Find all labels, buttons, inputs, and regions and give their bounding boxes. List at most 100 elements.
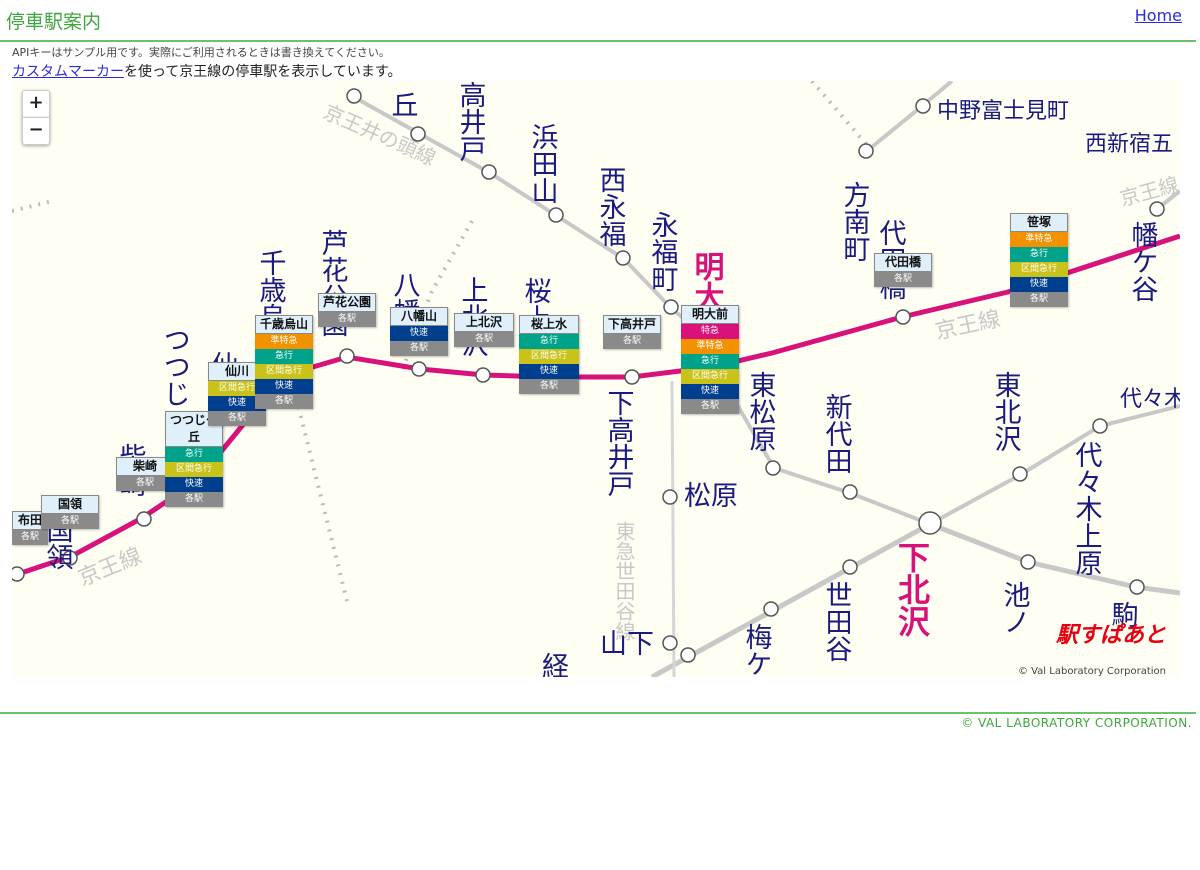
service-badge: 快速 [390,326,448,341]
dotted-line-4 [810,81,874,153]
station-marker-1[interactable]: 布田各駅 [12,511,48,545]
service-badge: 各駅 [116,476,174,491]
station-marker-2[interactable]: 国領各駅 [41,495,99,529]
station-marker-name: 笹塚 [1010,213,1068,232]
svg-text:池ノ: 池ノ [999,581,1030,635]
line-label-keio-2: 京王線 [933,307,1003,345]
svg-text:西新宿五: 西新宿五 [1085,132,1173,157]
service-badge: 各駅 [41,514,99,529]
zoom-out-button[interactable]: − [22,117,50,145]
station-marker-name: 芦花公園 [318,293,376,312]
service-badge: 急行 [519,334,579,349]
station-marker-name: 国領 [41,495,99,514]
station-marker-14[interactable]: 笹塚準特急急行区間急行快速各駅 [1010,213,1068,307]
service-badge: 区間急行 [519,349,579,364]
svg-text:東北沢: 東北沢 [990,371,1022,452]
api-key-notice: APIキーはサンプル用です。実際にご利用されるときは書き換えてください。 [12,46,390,59]
service-badge: 各駅 [519,379,579,394]
svg-text:松原: 松原 [684,481,738,512]
home-link[interactable]: Home [1134,6,1182,25]
svg-text:下高井戸: 下高井戸 [603,389,635,497]
service-badge: 各駅 [681,399,739,414]
service-badge: 各駅 [603,334,661,349]
service-badge: 快速 [519,364,579,379]
zoom-in-button[interactable]: + [22,90,50,118]
line-label-setagaya: 東急世田谷線 [612,521,636,641]
service-badge: 快速 [165,477,223,492]
footer: © VAL LABORATORY CORPORATION. [0,712,1196,730]
service-badge: 各駅 [390,341,448,356]
station-marker-9[interactable]: 上北沢各駅 [454,313,514,347]
service-badge: 区間急行 [165,462,223,477]
station-marker-name: 柴崎 [116,457,174,476]
station-marker-name: 八幡山 [390,307,448,326]
service-badge: 区間急行 [681,369,739,384]
service-badge: 各駅 [255,394,313,409]
service-badge: 各駅 [1010,292,1068,307]
station-marker-name: 桜上水 [519,315,579,334]
svg-text:浜田山: 浜田山 [527,123,558,204]
svg-text:代々木: 代々木 [1120,387,1180,412]
service-badge: 急行 [165,447,223,462]
svg-text:世田谷: 世田谷 [821,581,852,662]
service-badge: 各駅 [12,530,48,545]
svg-text:山下: 山下 [600,629,654,660]
station-marker-name: 上北沢 [454,313,514,332]
service-badge: 各駅 [165,492,223,507]
station-marker-6[interactable]: 千歳烏山準特急急行区間急行快速各駅 [255,315,313,409]
svg-text:西永福: 西永福 [595,166,627,247]
service-badge: 準特急 [681,339,739,354]
station-marker-name: 布田 [12,511,48,530]
station-marker-name: 代田橋 [874,253,932,272]
dotted-line-3 [12,199,53,213]
service-badge: 区間急行 [255,364,313,379]
service-badge: 快速 [1010,277,1068,292]
svg-text:梅ケ: 梅ケ [741,623,773,677]
service-badge: 準特急 [1010,232,1068,247]
station-marker-12[interactable]: 明大前特急準特急急行区間急行快速各駅 [681,305,739,414]
station-marker-7[interactable]: 芦花公園各駅 [318,293,376,327]
setagaya-line [670,380,676,677]
svg-text:経: 経 [542,652,569,677]
svg-text:高井戸: 高井戸 [455,81,487,162]
station-circles [12,88,1165,663]
service-badge: 急行 [681,354,739,369]
station-marker-11[interactable]: 下高井戸各駅 [603,315,661,349]
line-label-keio-3: 京王線 [1117,172,1180,211]
service-badge: 各駅 [208,411,266,426]
svg-text:東松原: 東松原 [745,371,777,452]
svg-text:下北沢: 下北沢 [893,541,931,638]
station-marker-name: 明大前 [681,305,739,324]
svg-text:幡ケ谷: 幡ケ谷 [1127,221,1158,302]
map-base: 京王線 京王線 京王線 京王井の頭線 東急世田谷線 中野富士見町 西新宿五 方南… [12,81,1180,677]
copyright: © VAL LABORATORY CORPORATION. [961,716,1192,730]
description: カスタムマーカーを使って京王線の停車駅を表示しています。 [12,61,401,81]
station-marker-5[interactable]: 仙川区間急行快速各駅 [208,362,266,426]
station-marker-8[interactable]: 八幡山快速各駅 [390,307,448,356]
svg-text:新代田: 新代田 [821,393,853,474]
service-badge: 急行 [255,349,313,364]
service-badge: 快速 [681,384,739,399]
station-marker-13[interactable]: 代田橋各駅 [874,253,932,287]
service-badge: 区間急行 [208,381,266,396]
station-marker-name: 下高井戸 [603,315,661,334]
service-badge: 各駅 [874,272,932,287]
svg-text:代々木上原: 代々木上原 [1071,441,1103,576]
dotted-line-2 [290,380,349,602]
header: 停車駅案内 Home [0,0,1196,42]
station-marker-name: 千歳烏山 [255,315,313,334]
station-marker-3[interactable]: 柴崎各駅 [116,457,174,491]
station-marker-10[interactable]: 桜上水急行区間急行快速各駅 [519,315,579,394]
service-badge: 各駅 [454,332,514,347]
map[interactable]: 京王線 京王線 京王線 京王井の頭線 東急世田谷線 中野富士見町 西新宿五 方南… [12,81,1180,677]
service-badge: 快速 [255,379,313,394]
svg-text:永福町: 永福町 [647,211,679,292]
service-badge: 区間急行 [1010,262,1068,277]
custom-marker-link[interactable]: カスタムマーカー [12,64,124,80]
logo-copyright: © Val Laboratory Corporation [1017,666,1166,677]
service-badge: 特急 [681,324,739,339]
service-badge: 各駅 [318,312,376,327]
svg-text:駒: 駒 [1107,601,1139,628]
ekispert-logo: 駅すぱあと [1055,623,1166,648]
svg-text:丘: 丘 [387,91,418,118]
